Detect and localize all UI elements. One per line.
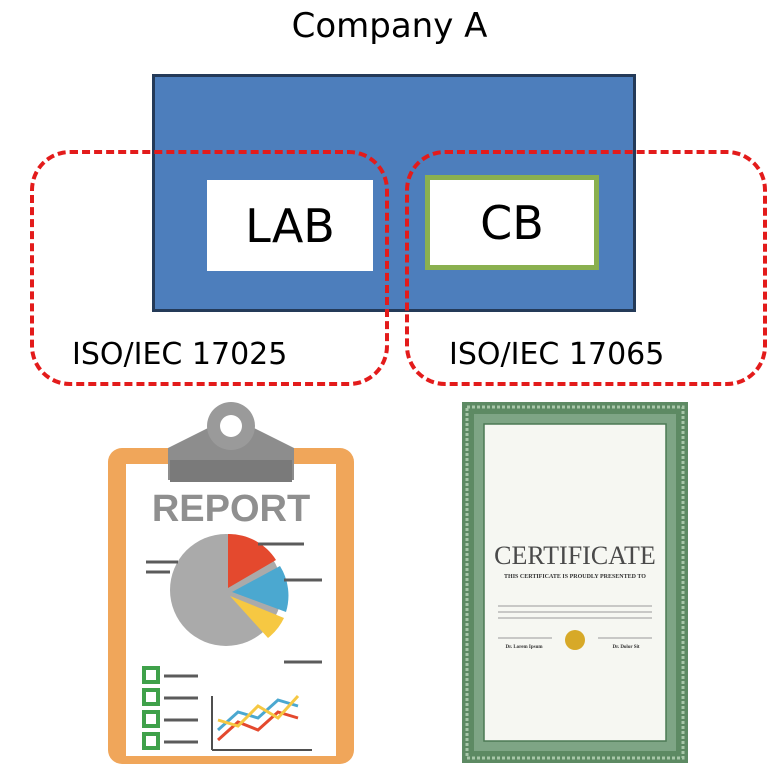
lab-scope-region <box>30 150 389 386</box>
lab-standard-label: ISO/IEC 17025 <box>72 337 288 372</box>
certificate-signer-right: Dr. Dolor Sit <box>612 645 639 650</box>
lab-label: LAB <box>245 198 335 253</box>
certificate-subtitle: THIS CERTIFICATE IS PROUDLY PRESENTED TO <box>504 574 646 580</box>
certificate-signer-left: Dr. Lorem Ipsum <box>505 645 543 650</box>
certificate-title: CERTIFICATE <box>494 541 656 570</box>
lab-box: LAB <box>207 180 373 271</box>
cb-label: CB <box>480 195 544 250</box>
report-clipboard-icon: REPORT <box>108 402 354 764</box>
cb-scope-region <box>405 150 767 386</box>
report-title: REPORT <box>152 488 310 530</box>
gold-seal <box>565 630 585 650</box>
cb-box: CB <box>425 175 599 270</box>
certificate-icon: CERTIFICATE THIS CERTIFICATE IS PROUDLY … <box>462 402 688 763</box>
company-title: Company A <box>291 6 488 46</box>
cb-standard-label: ISO/IEC 17065 <box>449 337 665 372</box>
